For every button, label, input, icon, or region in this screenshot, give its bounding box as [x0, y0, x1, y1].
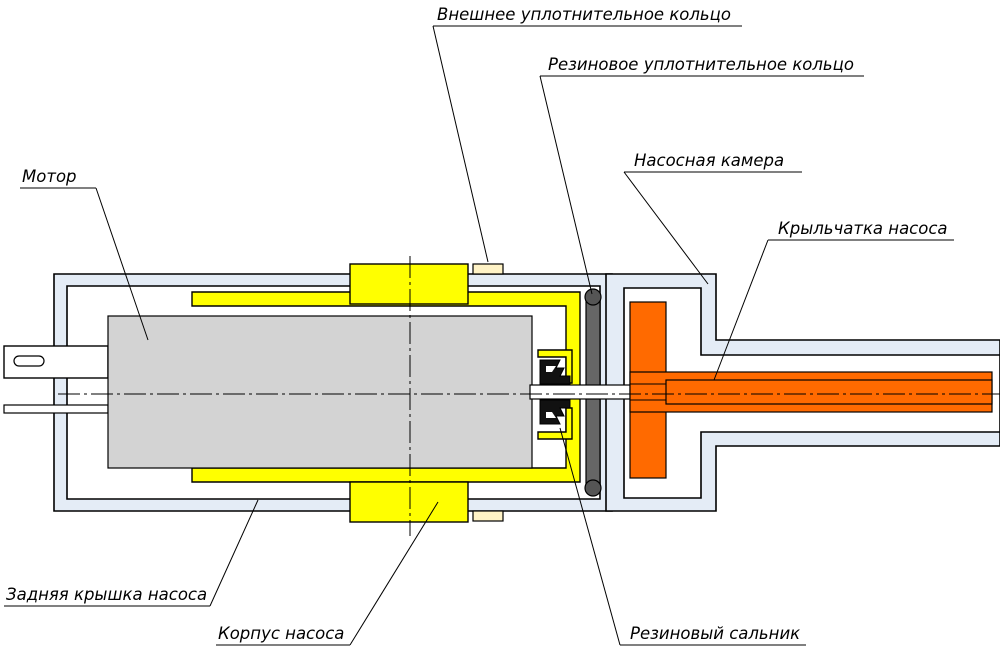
motor-shaft-left [3, 345, 109, 414]
leader-lines [4, 25, 954, 646]
outer-seal-ring [472, 263, 504, 522]
rubber-gland [539, 359, 571, 425]
drive-shaft [529, 384, 635, 400]
center-axes [58, 256, 1000, 536]
label-rubber-seal-ring: Резиновое уплотнительное кольцо [548, 55, 854, 74]
impeller [629, 301, 993, 479]
label-pump-body: Корпус насоса [218, 624, 344, 643]
label-motor: Мотор [22, 167, 77, 186]
label-outer-seal-ring: Внешнее уплотнительное кольцо [437, 5, 731, 24]
label-rear-cover: Задняя крышка насоса [6, 585, 207, 604]
motor-block [107, 315, 533, 469]
label-rubber-gland: Резиновый сальник [630, 624, 800, 643]
label-pump-chamber: Насосная камера [634, 151, 784, 170]
label-impeller: Крыльчатка насоса [778, 219, 948, 238]
